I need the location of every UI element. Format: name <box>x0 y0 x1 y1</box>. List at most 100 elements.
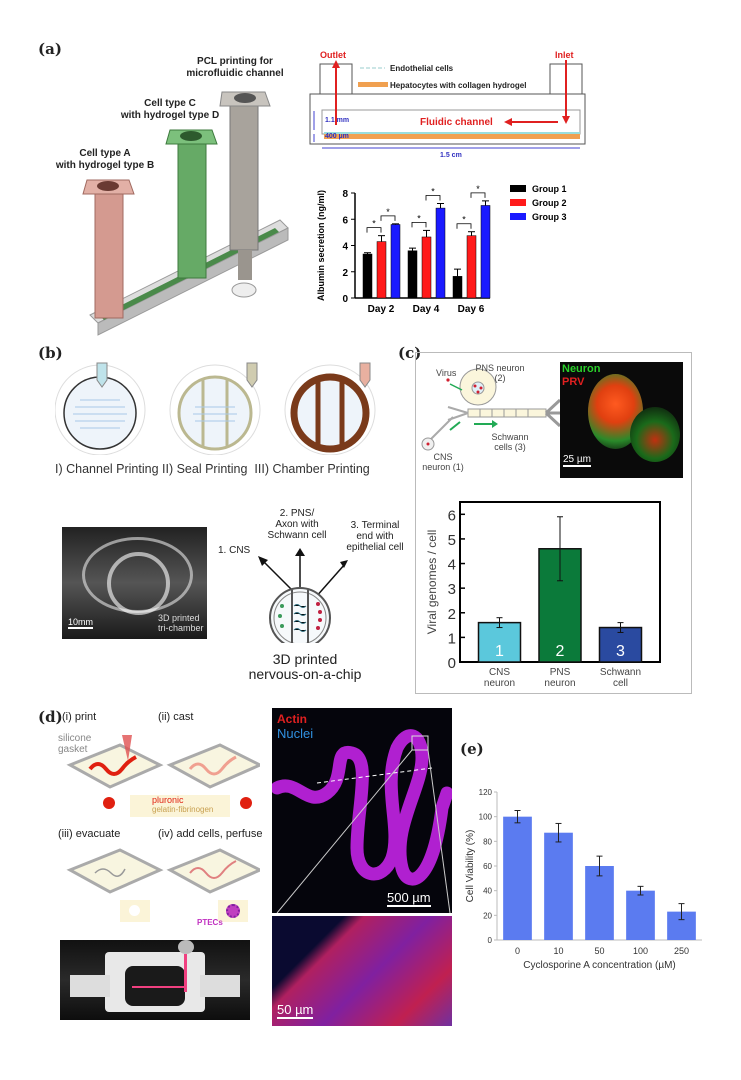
svg-text:*: * <box>417 213 421 223</box>
svg-text:Group 2: Group 2 <box>532 198 567 208</box>
step-add-cells-label: (iv) add cells, perfuse <box>158 828 263 840</box>
pcl-label-line2: microfluidic channel <box>186 68 284 79</box>
svg-text:6: 6 <box>342 215 348 226</box>
pcl-label-line1: PCL printing for <box>197 56 273 67</box>
arrow-label-terminal: 3. Terminal end with epithelial cell <box>335 520 415 553</box>
svg-text:8: 8 <box>342 189 348 200</box>
tri-chamber-photo: 3D printed tri-chamber 10mm <box>62 527 207 639</box>
svg-text:60: 60 <box>483 862 492 871</box>
svg-text:20: 20 <box>483 911 492 920</box>
svg-text:PNS: PNS <box>550 667 571 678</box>
pink-syringe-icon <box>82 179 135 319</box>
tubule-confocal-image: Actin Nuclei 500 µm <box>272 708 452 913</box>
cell-type-c-line1: Cell type C <box>144 98 196 109</box>
cell-type-c-label: Cell type C with hydrogel type D <box>115 98 225 122</box>
silicone-gasket-label-1: silicone <box>58 733 92 744</box>
scale-bar-500um: 500 µm <box>387 890 431 907</box>
svg-text:3: 3 <box>616 643 625 660</box>
svg-text:Day 6: Day 6 <box>458 304 485 315</box>
svg-text:2: 2 <box>448 606 456 623</box>
evacuate-perfuse-illustration <box>66 848 260 894</box>
cell-type-c-line2: with hydrogel type D <box>120 110 220 121</box>
virus-label: Virus <box>436 368 457 378</box>
cell-type-a-line1: Cell type A <box>79 148 131 159</box>
tubule-shape <box>272 729 452 913</box>
printing-steps-illustration <box>55 362 376 455</box>
silicone-gasket-label: silicone gasket <box>58 733 91 755</box>
ptecs-label: PTECs <box>197 918 223 927</box>
inlet-label: Inlet <box>555 50 574 60</box>
evacuate-swatch <box>120 900 150 922</box>
svg-text:*: * <box>462 215 466 225</box>
arrow-label-terminal-2: end with <box>356 531 394 542</box>
arrow-label-terminal-3: epithelial cell <box>346 542 404 553</box>
svg-text:1: 1 <box>448 630 456 647</box>
pns-neuron-label: PNS neuron (2) <box>465 363 535 383</box>
schwann-cells-label-1: Schwann <box>491 432 529 442</box>
prv-stain-label: PRV <box>562 376 585 388</box>
svg-text:Schwann: Schwann <box>600 667 641 678</box>
schwann-cells-label-2: cells (3) <box>494 442 526 452</box>
svg-text:*: * <box>476 184 480 194</box>
neuron-diagram <box>421 368 563 451</box>
nervous-chip-caption-1: 3D printed <box>272 651 338 667</box>
svg-text:4: 4 <box>448 557 456 574</box>
gelatin-label: gelatin-fibrinogen <box>152 805 214 814</box>
arrow-label-pns-3: Schwann cell <box>267 530 327 541</box>
svg-text:Day 2: Day 2 <box>368 304 395 315</box>
outlet-label: Outlet <box>320 50 346 60</box>
pluronic-swatch-icon-2 <box>240 797 252 809</box>
cns-neuron-label-2: neuron (1) <box>422 462 464 472</box>
step-cast-label: (ii) cast <box>158 711 194 723</box>
svg-text:6: 6 <box>448 507 456 524</box>
svg-text:4: 4 <box>342 242 348 253</box>
pluronic-label: pluronic <box>152 795 184 805</box>
pcl-label: PCL printing for microfluidic channel <box>175 56 295 80</box>
chamber-shape <box>107 552 170 615</box>
svg-text:*: * <box>431 187 435 197</box>
svg-text:1: 1 <box>495 643 504 660</box>
arrow-label-pns-1: 2. PNS/ <box>279 508 315 519</box>
tri-chamber-label: 3D printed tri-chamber <box>158 613 204 633</box>
scale-bar-25um: 25 µm <box>563 454 591 467</box>
pluronic-swatch-icon <box>103 797 115 809</box>
svg-text:0: 0 <box>515 946 520 956</box>
cell-type-a-label: Cell type A with hydrogel type B <box>55 148 155 172</box>
svg-text:3: 3 <box>448 581 456 598</box>
svg-text:Group 3: Group 3 <box>532 212 567 222</box>
svg-text:neuron: neuron <box>544 678 575 689</box>
print-cast-illustration <box>66 735 260 789</box>
nervous-chip-caption-2: nervous-on-a-chip <box>248 666 362 682</box>
scale-bar-10mm: 10mm <box>68 617 94 629</box>
nervous-chip-diagram <box>258 548 348 643</box>
printer-photo <box>60 940 250 1020</box>
arrow-label-pns-2: Axon with <box>275 519 319 530</box>
neuron-stain-label: Neuron <box>562 363 601 375</box>
legend-endothelial: Endothelial cells <box>390 64 454 73</box>
printing-steps-caption: I) Channel Printing II) Seal Printing II… <box>55 462 370 476</box>
bioprinter-syringes-illustration <box>82 91 289 336</box>
nervous-chip-caption: 3D printed nervous-on-a-chip <box>245 652 365 682</box>
svg-text:80: 80 <box>483 837 492 846</box>
svg-text:Viral genomes / cell: Viral genomes / cell <box>425 530 439 635</box>
material-legend <box>130 795 230 817</box>
svg-text:neuron: neuron <box>484 678 515 689</box>
scale-bar-50um: 50 µm <box>277 1002 314 1019</box>
panel-label-a: (a) <box>38 40 62 58</box>
panel-label-b: (b) <box>38 344 63 362</box>
svg-text:*: * <box>372 219 376 229</box>
svg-text:Cell Viability (%): Cell Viability (%) <box>465 830 476 903</box>
neuron-micrograph: Neuron PRV 25 µm <box>560 362 683 478</box>
svg-text:40: 40 <box>483 887 492 896</box>
step-print-label: (i) print <box>62 711 97 723</box>
ptec-swatch <box>218 900 248 922</box>
svg-text:10: 10 <box>553 946 563 956</box>
svg-text:2: 2 <box>342 268 348 279</box>
fluidic-channel-label: Fluidic channel <box>420 117 493 128</box>
tubule-zoom-image: 50 µm <box>272 916 452 1026</box>
legend-hepatocytes: Hepatocytes with collagen hydrogel <box>390 81 527 90</box>
step-evacuate-label: (iii) evacuate <box>58 828 121 840</box>
